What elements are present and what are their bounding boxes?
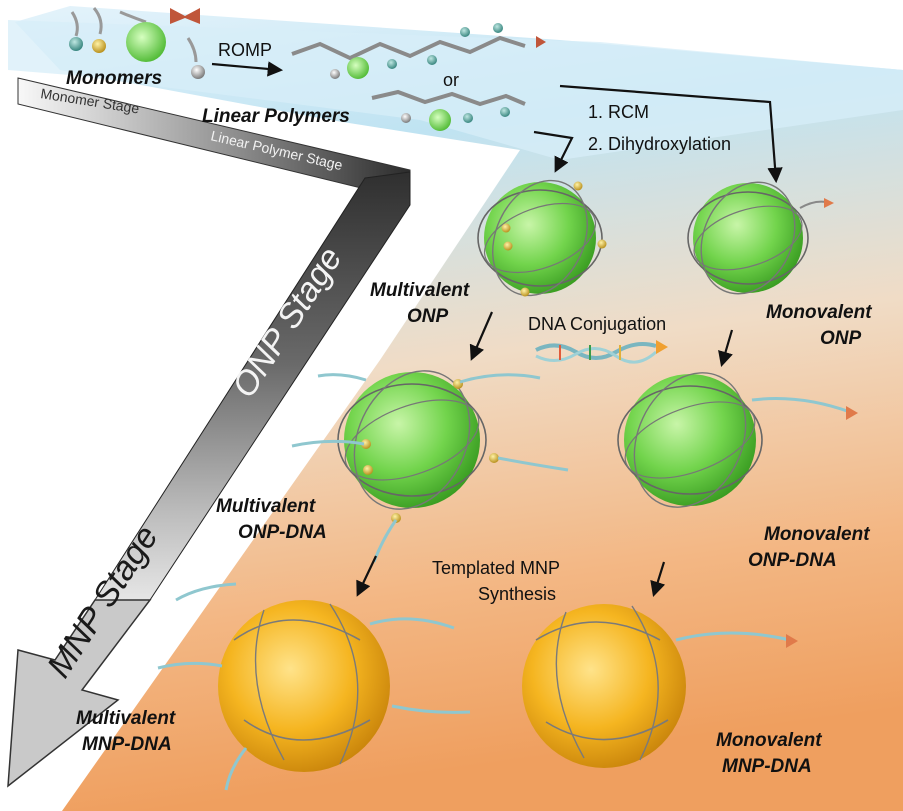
rcm-step-label: 1. RCM xyxy=(588,102,649,122)
or-label: or xyxy=(443,70,459,90)
arrow-mono-to-mnp xyxy=(650,561,666,597)
grey-monomer-bead xyxy=(191,65,205,79)
green-monomer-sphere xyxy=(126,22,166,62)
multivalent-onp-label-1: Multivalent xyxy=(370,280,470,301)
linear-polymers-label: Linear Polymers xyxy=(202,106,350,127)
dna-conjugation-label: DNA Conjugation xyxy=(528,314,666,334)
multivalent-onp xyxy=(477,179,607,297)
templated-mnp-label-2: Synthesis xyxy=(478,584,556,604)
monovalent-mnp-dna-label-2: MNP-DNA xyxy=(722,756,812,777)
top-strip xyxy=(8,20,903,160)
rcm-arrow-left xyxy=(533,130,574,173)
arrow-mv-onp-to-dna xyxy=(469,311,494,361)
monovalent-onp-label-2: ONP xyxy=(820,328,862,349)
multivalent-onp-label-2: ONP xyxy=(407,306,449,327)
dihydroxylation-step-label: 2. Dihydroxylation xyxy=(588,134,731,154)
monomer-stem xyxy=(92,7,103,35)
dna-strand xyxy=(535,340,668,364)
monomer-stem xyxy=(186,37,198,63)
rcm-arrow-right xyxy=(559,84,783,184)
monomer-stem xyxy=(70,11,79,37)
monovalent-onp-dna xyxy=(617,372,858,508)
linear-polymer-1 xyxy=(291,23,546,79)
multivalent-onp-dna xyxy=(291,370,569,563)
yellow-monomer-bead xyxy=(92,39,106,53)
romp-arrow xyxy=(211,61,284,77)
monovalent-mnp-dna-label-1: Monovalent xyxy=(716,730,822,751)
monomers-group xyxy=(69,7,205,79)
templated-mnp-label-1: Templated MNP xyxy=(432,558,560,578)
multivalent-onp-dna-label-1: Multivalent xyxy=(216,496,316,517)
monovalent-onp-dna-label-2: ONP-DNA xyxy=(748,550,837,571)
monomers-label: Monomers xyxy=(66,68,162,89)
multivalent-mnp-dna xyxy=(157,582,471,791)
mnp-stage-arrow xyxy=(7,599,152,788)
arrow-mv-to-mnp xyxy=(356,555,377,597)
multivalent-onp-dna-label-2: ONP-DNA xyxy=(238,522,327,543)
arrow-mono-onp-to-dna xyxy=(718,329,734,367)
monovalent-onp-label-1: Monovalent xyxy=(766,302,872,323)
onp-stage-band xyxy=(94,171,411,601)
linear-polymer-2 xyxy=(371,89,526,131)
teal-monomer-bead xyxy=(69,37,83,51)
monovalent-mnp-dna xyxy=(522,604,798,768)
romp-label: ROMP xyxy=(218,40,272,60)
monomer-stem xyxy=(119,10,147,24)
bowtie-monomer xyxy=(170,8,200,24)
multivalent-mnp-dna-label-1: Multivalent xyxy=(76,708,176,729)
monovalent-onp-dna-label-1: Monovalent xyxy=(764,524,870,545)
monovalent-onp xyxy=(687,181,834,295)
multivalent-mnp-dna-label-2: MNP-DNA xyxy=(82,734,172,755)
